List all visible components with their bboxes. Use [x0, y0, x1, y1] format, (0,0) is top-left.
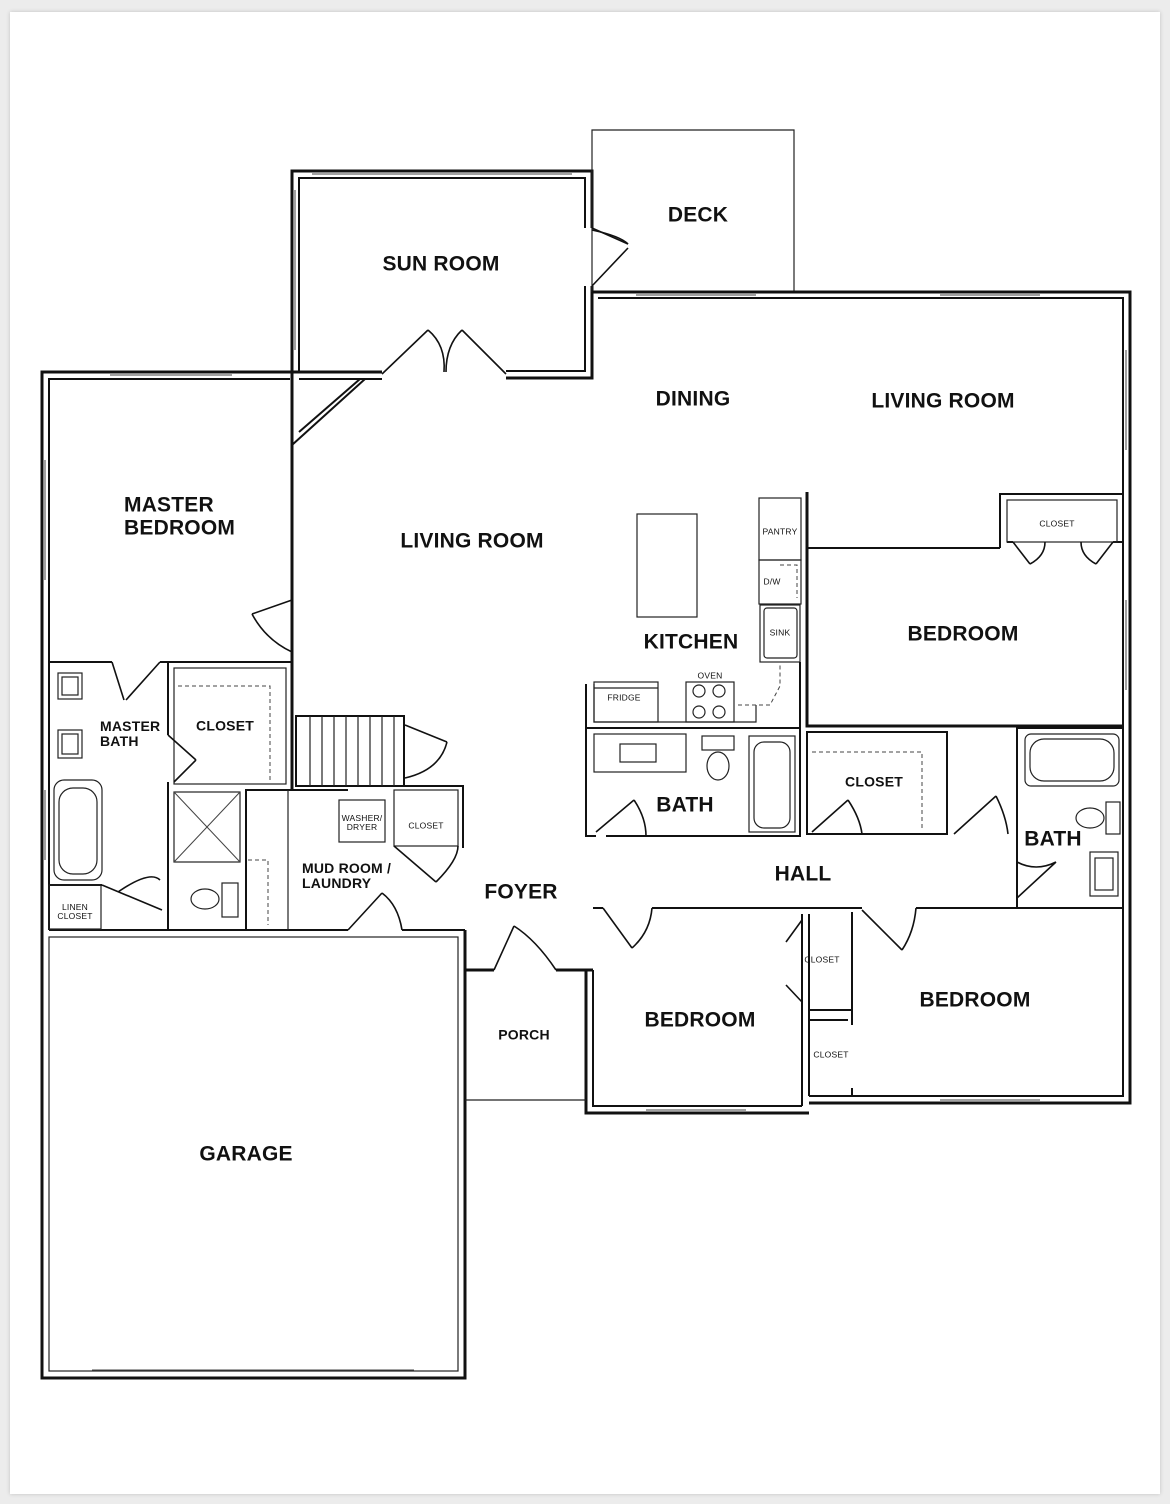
- windows: [44, 173, 1127, 1111]
- fixture-label-east-closet: CLOSET: [1039, 518, 1075, 529]
- interior-walls: [48, 378, 1124, 1106]
- fixture-label-lower-closet: CLOSET: [813, 1049, 849, 1060]
- room-label-bedroom-southeast: BEDROOM: [919, 988, 1031, 1012]
- room-label-master-bath: MASTER BATH: [100, 717, 161, 749]
- fixture-label-mud-closet: CLOSET: [408, 820, 444, 831]
- room-label-master-closet: CLOSET: [196, 717, 254, 734]
- room-label-porch: PORCH: [498, 1026, 550, 1043]
- room-label-bedroom-east: BEDROOM: [907, 622, 1019, 646]
- room-label-foyer: FOYER: [484, 880, 558, 904]
- room-label-mud-room: MUD ROOM / LAUNDRY: [302, 859, 392, 891]
- fixture-label-washer-dryer: WASHER/ DRYER: [341, 812, 383, 832]
- room-label-hall: HALL: [774, 862, 832, 886]
- fixture-label-dishwasher: D/W: [763, 576, 781, 587]
- room-label-deck: DECK: [667, 203, 729, 227]
- room-label-living-room-rear: LIVING ROOM: [871, 389, 1015, 413]
- room-label-sun-room: SUN ROOM: [382, 252, 500, 276]
- fixture-label-front-closet: CLOSET: [804, 954, 840, 965]
- room-label-hall-closet: CLOSET: [845, 773, 903, 790]
- room-label-garage: GARAGE: [199, 1142, 293, 1166]
- fixture-label-sink: SINK: [769, 627, 791, 638]
- room-label-bath-east: BATH: [1024, 827, 1082, 851]
- doors: [101, 227, 1114, 1003]
- room-label-dining: DINING: [655, 387, 731, 411]
- room-label-bath-center: BATH: [656, 793, 714, 817]
- room-label-linen-closet: LINEN CLOSET: [57, 901, 93, 921]
- room-label-living-room-main: LIVING ROOM: [400, 529, 544, 553]
- fixture-label-oven: OVEN: [697, 670, 723, 681]
- fixture-label-fridge: FRIDGE: [607, 692, 641, 703]
- room-label-kitchen: KITCHEN: [643, 630, 739, 654]
- room-label-master-bedroom: MASTER BEDROOM: [124, 493, 236, 539]
- room-label-bedroom-front: BEDROOM: [644, 1008, 756, 1032]
- fixture-label-pantry: PANTRY: [762, 526, 798, 537]
